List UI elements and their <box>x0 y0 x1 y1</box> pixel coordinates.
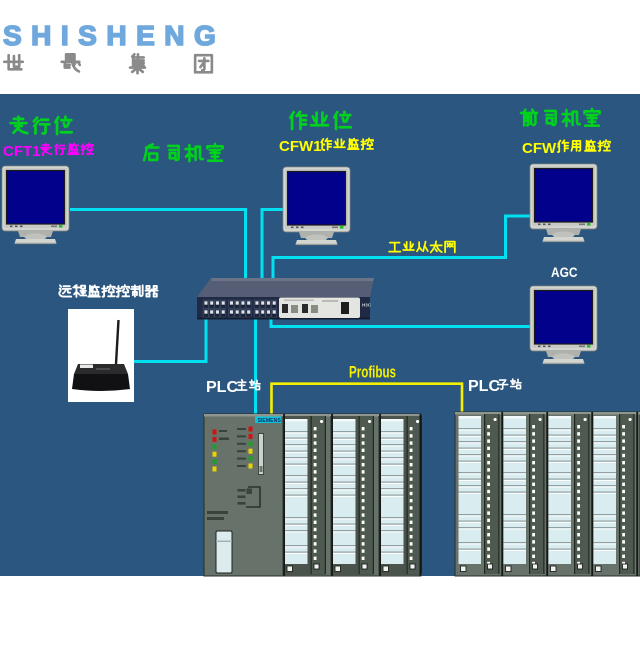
svg-text:CFW:: CFW: <box>522 140 561 157</box>
svg-text:Profibus: Profibus <box>349 364 396 382</box>
svg-text:CFW1:: CFW1: <box>279 138 327 155</box>
svg-text:H3C: H3C <box>362 303 372 308</box>
svg-text:CFT1:: CFT1: <box>3 143 46 160</box>
svg-text:PLC: PLC <box>206 379 238 396</box>
svg-text:SIEMENS: SIEMENS <box>258 418 282 424</box>
svg-text:AGC: AGC <box>551 264 578 280</box>
svg-text:SHISHENG: SHISHENG <box>3 20 225 51</box>
svg-text:PLC: PLC <box>468 378 500 395</box>
